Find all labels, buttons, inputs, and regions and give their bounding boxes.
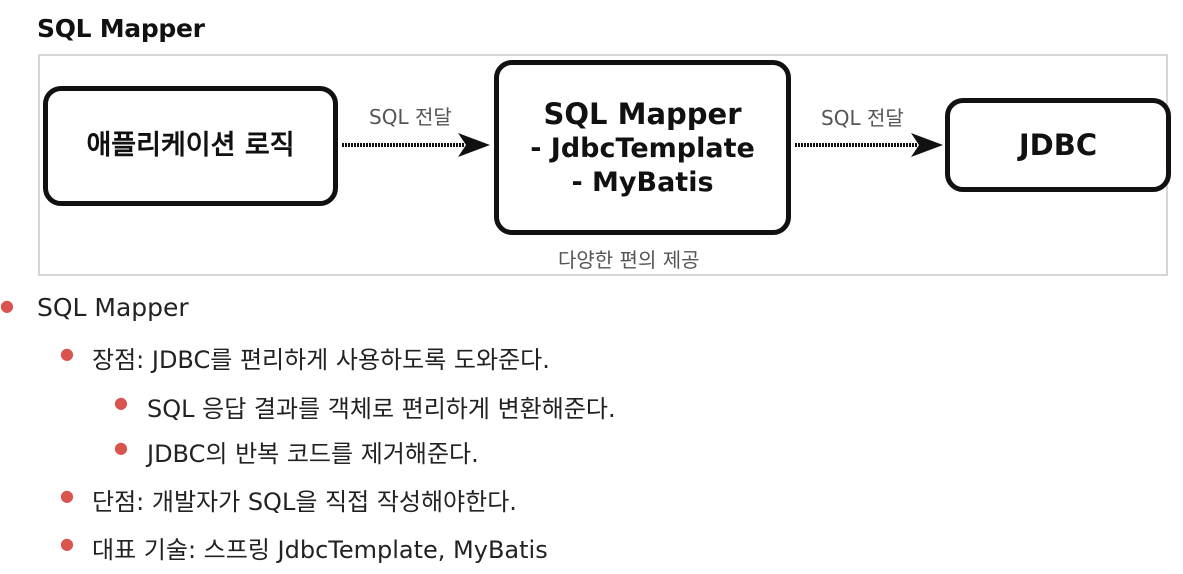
page-title: SQL Mapper: [37, 14, 205, 43]
list-item: ● 장점: JDBC를 편리하게 사용하도록 도와준다.: [60, 340, 550, 375]
application-logic-label: 애플리케이션 로직: [86, 130, 295, 162]
architecture-diagram: 애플리케이션 로직 SQL 전달 SQL Mapper - JdbcTempla…: [38, 54, 1171, 276]
bullet-pros-detail-2: JDBC의 반복 코드를 제거해준다.: [147, 440, 479, 468]
list-item: ● SQL Mapper: [0, 293, 189, 322]
bullet-pros-detail-1: SQL 응답 결과를 객체로 편리하게 변환해준다.: [147, 395, 616, 423]
list-item: ● JDBC의 반복 코드를 제거해준다.: [114, 434, 479, 469]
diagram-caption: 다양한 편의 제공: [558, 248, 700, 272]
arrow-app-to-mapper: [342, 133, 490, 157]
list-item: ● 대표 기술: 스프링 JdbcTemplate, MyBatis: [60, 530, 548, 565]
bullet-cons-text: 단점: 개발자가 SQL을 직접 작성해야한다.: [92, 488, 517, 516]
arrow-mapper-to-jdbc: [795, 133, 943, 157]
sql-mapper-title: SQL Mapper: [543, 96, 742, 131]
bullet-dot-icon: ●: [114, 393, 128, 412]
arrow-label-sql-to-mapper: SQL 전달: [369, 105, 452, 129]
bullet-dot-icon: ●: [114, 438, 128, 457]
bullet-dot-icon: ●: [0, 296, 14, 315]
arrow-label-sql-to-jdbc: SQL 전달: [821, 106, 904, 130]
bullet-root-text: SQL Mapper: [37, 293, 189, 322]
list-item: ● 단점: 개발자가 SQL을 직접 작성해야한다.: [60, 482, 517, 517]
list-item: ● SQL 응답 결과를 객체로 편리하게 변환해준다.: [114, 389, 616, 424]
bullet-tech-text: 대표 기술: 스프링 JdbcTemplate, MyBatis: [92, 536, 548, 564]
mybatis-label: - MyBatis: [571, 166, 714, 198]
bullet-dot-icon: ●: [60, 534, 74, 553]
sql-mapper-node: SQL Mapper - JdbcTemplate - MyBatis: [494, 60, 791, 235]
jdbc-label: JDBC: [1018, 127, 1098, 162]
application-logic-node: 애플리케이션 로직: [43, 86, 338, 206]
jdbc-template-label: - JdbcTemplate: [530, 132, 755, 164]
jdbc-node: JDBC: [945, 98, 1171, 192]
bullet-dot-icon: ●: [60, 344, 74, 363]
bullet-pros-text: 장점: JDBC를 편리하게 사용하도록 도와준다.: [92, 346, 550, 374]
bullet-dot-icon: ●: [60, 486, 74, 505]
